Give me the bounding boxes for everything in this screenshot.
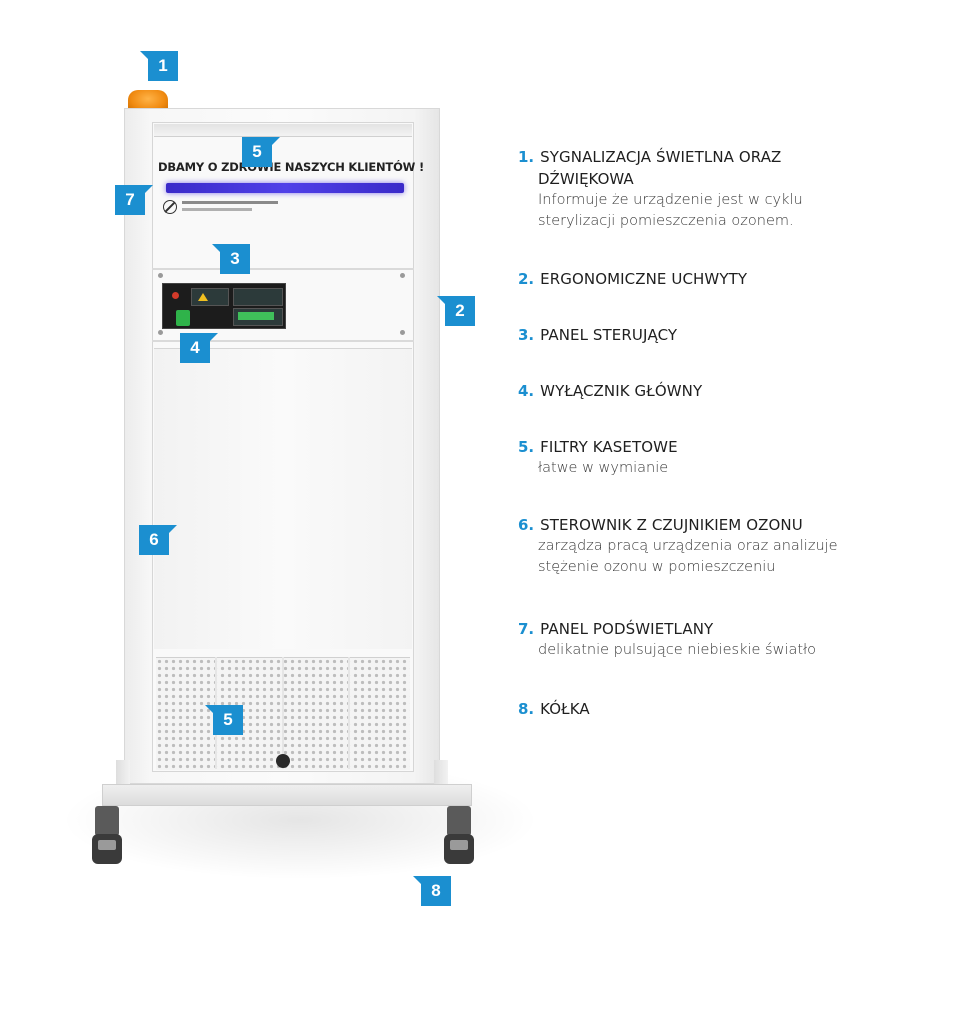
vent-knob xyxy=(276,754,290,768)
legend-number: 7. xyxy=(518,620,535,638)
legend-number: 1. xyxy=(518,148,535,166)
screw xyxy=(158,273,163,278)
legend-item-4: 4. WYŁĄCZNIK GŁÓWNY xyxy=(518,380,918,402)
legend-description-cont: sterylizacji pomieszczenia ozonem. xyxy=(538,213,794,229)
legend-title: PANEL STERUJĄCY xyxy=(540,326,678,344)
panel-divider xyxy=(152,340,414,342)
marker-5-bottom: 5 xyxy=(205,705,243,735)
illuminated-panel xyxy=(166,183,404,193)
top-rail xyxy=(154,124,412,137)
marker-7: 7 xyxy=(115,185,153,215)
marker-8: 8 xyxy=(413,876,451,906)
panel-display xyxy=(191,288,229,306)
screw xyxy=(400,330,405,335)
vent-seam xyxy=(282,657,284,769)
signal-beacon xyxy=(128,90,168,112)
marker-6: 6 xyxy=(139,525,177,555)
legend-title: WYŁĄCZNIK GŁÓWNY xyxy=(540,382,703,400)
legend-description: delikatnie pulsujące niebieskie światło xyxy=(538,642,817,658)
legend-number: 5. xyxy=(518,438,535,456)
legend-number: 3. xyxy=(518,326,535,344)
legend-number: 6. xyxy=(518,516,535,534)
lower-door xyxy=(154,348,412,649)
caster-wheel xyxy=(92,806,122,866)
legend-item-7: 7. PANEL PODŚWIETLANY delikatnie pulsując… xyxy=(518,618,918,661)
legend-title: PANEL PODŚWIETLANY xyxy=(540,620,714,638)
marker-4: 4 xyxy=(180,333,218,363)
sign-caption-line xyxy=(182,208,252,211)
legend-number: 4. xyxy=(518,382,535,400)
sign-caption-line xyxy=(182,201,278,204)
level-bar xyxy=(238,312,274,320)
control-panel xyxy=(162,283,286,329)
no-ozone-sign-icon xyxy=(163,200,177,214)
vent-seam xyxy=(348,657,350,769)
legend-item-6: 6. STEROWNIK Z CZUJNIKIEM OZONU zarządza … xyxy=(518,514,918,578)
legend-number: 8. xyxy=(518,700,535,718)
legend-description: łatwe w wymianie xyxy=(538,460,669,476)
legend-description: zarządza pracą urządzenia oraz analizuje xyxy=(538,538,838,554)
marker-1: 1 xyxy=(140,51,178,81)
legend-title: SYGNALIZACJA ŚWIETLNA ORAZ xyxy=(540,148,782,166)
legend-item-5: 5. FILTRY KASETOWE łatwe w wymianie xyxy=(518,436,918,479)
marker-3: 3 xyxy=(212,244,250,274)
legend-description: Informuje że urządzenie jest w cyklu xyxy=(538,192,803,208)
marker-2: 2 xyxy=(437,296,475,326)
legend-number: 2. xyxy=(518,270,535,288)
legend-item-8: 8. KÓŁKA xyxy=(518,698,918,720)
screw xyxy=(158,330,163,335)
sign-text: DBAMY O ZDROWIE NASZYCH KLIENTÓW ! xyxy=(158,160,424,174)
marker-5-top: 5 xyxy=(242,137,280,167)
base-frame xyxy=(102,784,472,806)
caster-wheel xyxy=(444,806,474,866)
legend-item-3: 3. PANEL STERUJĄCY xyxy=(518,324,918,346)
status-led xyxy=(172,292,179,299)
panel-divider xyxy=(152,268,414,270)
legend-item-2: 2. ERGONOMICZNE UCHWYTY xyxy=(518,268,918,290)
legend-title: FILTRY KASETOWE xyxy=(540,438,678,456)
legend-description-cont: stężenie ozonu w pomieszczeniu xyxy=(538,559,776,575)
panel-display xyxy=(233,288,283,306)
legend-title: KÓŁKA xyxy=(540,700,590,718)
screw xyxy=(400,273,405,278)
legend-title-cont: DŹWIĘKOWA xyxy=(538,170,634,188)
legend-title: ERGONOMICZNE UCHWYTY xyxy=(540,270,748,288)
warning-icon xyxy=(198,293,208,301)
main-switch xyxy=(176,310,190,326)
legend-title: STEROWNIK Z CZUJNIKIEM OZONU xyxy=(540,516,803,534)
legend-item-1: 1. SYGNALIZACJA ŚWIETLNA ORAZ DŹWIĘKOWA I… xyxy=(518,146,918,232)
